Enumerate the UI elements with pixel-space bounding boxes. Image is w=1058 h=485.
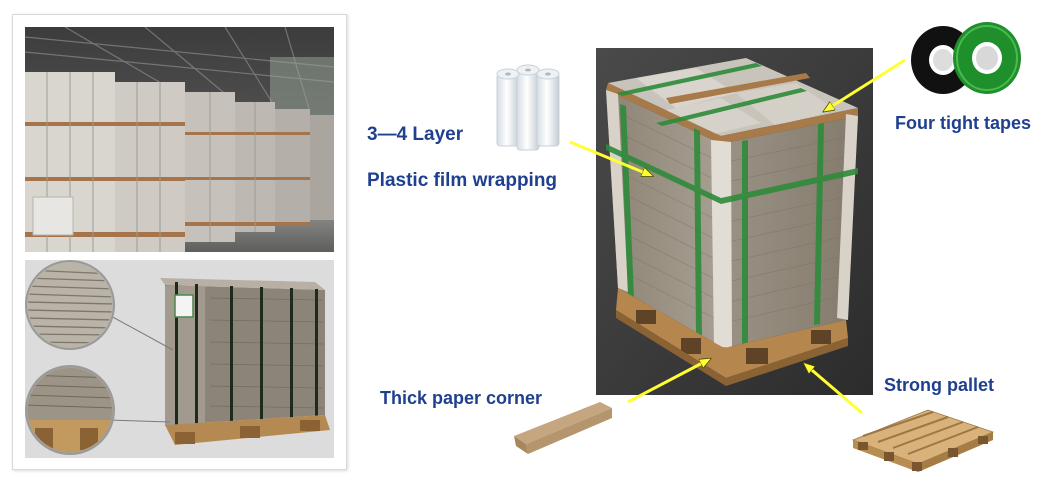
label-tight-tapes: Four tight tapes — [895, 113, 1031, 133]
main-pallet-photo — [596, 48, 873, 395]
label-layers: 3—4 Layer — [367, 124, 464, 145]
wooden-pallet-image — [848, 402, 998, 474]
left-photo-panel — [12, 14, 347, 470]
film-roll-image — [493, 62, 563, 154]
label-film-wrapping: Plastic film wrapping — [367, 170, 558, 191]
paper-corner-image — [512, 398, 614, 456]
label-paper-corner: Thick paper corner — [380, 388, 543, 408]
packed-pallet-photo — [25, 260, 334, 458]
warehouse-photo — [25, 27, 334, 252]
label-strong-pallet: Strong pallet — [884, 375, 995, 395]
strapping-tape-image — [905, 18, 1027, 98]
